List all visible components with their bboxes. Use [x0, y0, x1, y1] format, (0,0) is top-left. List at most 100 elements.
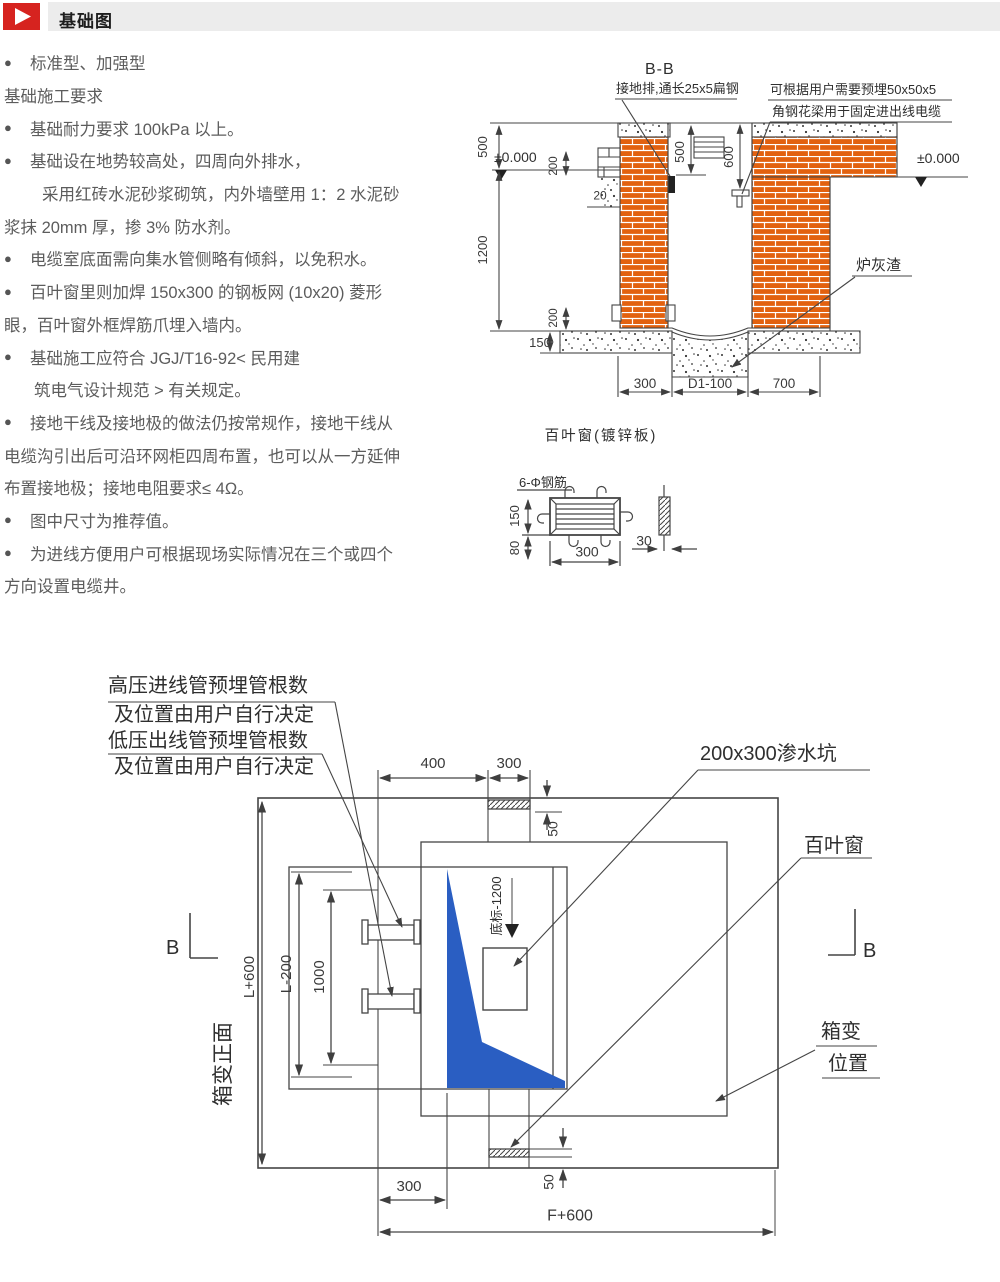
dim-plan-300-top: 300	[496, 755, 522, 773]
note-line: 电缆沟引出后可沿环网柜四周布置，也可以从一方延伸	[4, 438, 459, 471]
dim-plan-1000: 1000	[311, 960, 329, 994]
louver-detail-drawing	[517, 485, 697, 566]
right-footing	[747, 330, 861, 354]
rebar-label: 6-Φ钢筋	[519, 475, 567, 490]
louver-side-plate	[658, 496, 671, 536]
lv-cable-pipe	[361, 988, 421, 1014]
note-line: ● 为进线方便用户可根据现场实际情况在三个或四个	[4, 536, 459, 569]
dim-cavity-500: 500	[672, 141, 688, 163]
lv-note-line1: 低压出线管预埋管根数	[108, 730, 308, 752]
rebar-hook	[564, 485, 575, 498]
box-position-leader	[715, 1049, 816, 1102]
dim-plan-300-bottom: 300	[396, 1178, 422, 1196]
right-brick-wall-top	[751, 136, 898, 178]
note-text: 筑电气设计规范 > 有关规定。	[34, 382, 251, 401]
note-line: ●标准型、加强型	[4, 46, 459, 79]
left-footing	[559, 330, 673, 354]
hv-note-line2: 及位置由用户自行决定	[114, 704, 314, 726]
lv-note-line2: 及位置由用户自行决定	[114, 756, 314, 778]
page-title: 基础图	[59, 12, 113, 31]
section-mark-left	[189, 913, 218, 959]
note-text: 百叶窗里则加焊 150x300 的钢板网 (10x20) 菱形	[30, 284, 383, 303]
dim-louver-80: 80	[507, 540, 523, 556]
pit-label: 200x300渗水坑	[700, 743, 837, 765]
top-louver-opening	[487, 799, 531, 810]
dim-150: 150	[529, 335, 551, 351]
embedded-angle-stub	[736, 195, 743, 208]
bottom-louver-opening	[488, 1148, 530, 1158]
note-text: 为进线方便用户可根据现场实际情况在三个或四个	[30, 545, 393, 564]
bullet-icon: ●	[4, 545, 12, 561]
right-wall-cap	[751, 122, 898, 138]
louver-leader	[510, 857, 802, 1148]
left-brick-wall	[619, 136, 669, 329]
dim-plan-400: 400	[420, 755, 446, 773]
note-text: 布置接地极；接地电阻要求≤ 4Ω。	[4, 480, 254, 499]
section-b-left-label: B	[166, 937, 180, 959]
pit-level-label: 底标-1200	[489, 876, 505, 936]
level-triangle-right-icon	[915, 177, 927, 187]
note-line: 筑电气设计规范 > 有关规定。	[4, 373, 459, 406]
cinder-fill	[671, 331, 749, 378]
level-marker-right: ±0.000	[917, 150, 960, 166]
louver-frame	[549, 497, 621, 536]
level-marker-left: ±0.000	[494, 149, 537, 165]
cinder-leader	[731, 276, 856, 368]
note-line: 基础施工要求	[4, 79, 459, 112]
note-text: 方向设置电缆井。	[4, 578, 136, 597]
section-b-b-drawing	[490, 98, 968, 397]
note-text: 标准型、加强型	[30, 55, 146, 74]
angle-note-line1: 可根据用户需要预埋50x50x5	[770, 82, 937, 97]
note-text: 浆抹 20mm 厚，掺 3% 防水剂。	[4, 218, 241, 237]
bullet-icon: ●	[4, 349, 12, 365]
cinder-label: 炉灰渣	[856, 257, 902, 274]
section-mark-right	[828, 909, 856, 956]
note-text: 采用红砖水泥砂浆砌筑，内外墙壁用 1：2 水泥砂	[42, 186, 400, 205]
note-line: ● 接地干线及接地极的做法仍按常规作，接地干线从	[4, 406, 459, 439]
note-line: 浆抹 20mm 厚，掺 3% 防水剂。	[4, 209, 459, 242]
note-text: 图中尺寸为推荐值。	[30, 512, 179, 531]
foundation-plan-drawing	[108, 701, 880, 1237]
weep-hole-right	[665, 304, 676, 322]
dim-weep-200: 200	[547, 308, 560, 328]
note-line: 眼，百叶窗外框焊筋爪埋入墙内。	[4, 308, 459, 341]
level-triangle-left-icon	[495, 170, 507, 180]
ground-strap-bar	[668, 176, 675, 193]
dim-plan-50-bottom: 50	[540, 1174, 557, 1190]
hv-leader	[334, 701, 394, 997]
dim-louver-150: 150	[507, 505, 523, 527]
lv-leader	[321, 753, 403, 928]
bullet-icon: ●	[4, 120, 12, 136]
front-side-label: 箱变正面	[211, 1022, 235, 1106]
dim-louver-30: 30	[636, 532, 652, 549]
note-line: ●基础设在地势较高处，四周向外排水，	[4, 144, 459, 177]
weep-hole-left	[611, 304, 622, 322]
dim-plan-l200: L-200	[278, 954, 296, 994]
bullet-icon: ●	[4, 414, 12, 430]
right-brick-wall	[751, 176, 831, 329]
note-line: ●电缆室底面需向集水管侧略有倾斜，以免积水。	[4, 242, 459, 275]
blue-region	[447, 869, 565, 1088]
section-title: B-B	[645, 61, 675, 78]
note-line: ● 图中尺寸为推荐值。	[4, 504, 459, 537]
dim-d1-100: D1-100	[687, 375, 733, 391]
note-text: 基础施工应符合 JGJ/T16-92< 民用建	[30, 349, 301, 368]
bullet-icon: ●	[4, 152, 12, 168]
note-line: 方向设置电缆井。	[4, 569, 459, 602]
louver-plan-label: 百叶窗	[804, 835, 864, 857]
box-position-label-line2: 位置	[828, 1053, 868, 1075]
ground-strap-label: 接地排,通长25x5扁钢	[616, 81, 739, 96]
dim-ledge-200: 200	[547, 156, 560, 176]
dim-700: 700	[772, 375, 796, 391]
pit-level-triangle-icon	[505, 924, 519, 938]
note-text: 接地干线及接地极的做法仍按常规作，接地干线从	[30, 414, 393, 433]
dim-1200: 1200	[475, 235, 491, 265]
bullet-icon: ●	[4, 512, 12, 528]
angle-leader	[741, 121, 771, 195]
pit-leader	[513, 769, 699, 967]
seepage-pit-rect	[482, 947, 528, 1011]
drain-channel	[668, 327, 752, 337]
dim-plaster-20: 20	[593, 188, 607, 203]
